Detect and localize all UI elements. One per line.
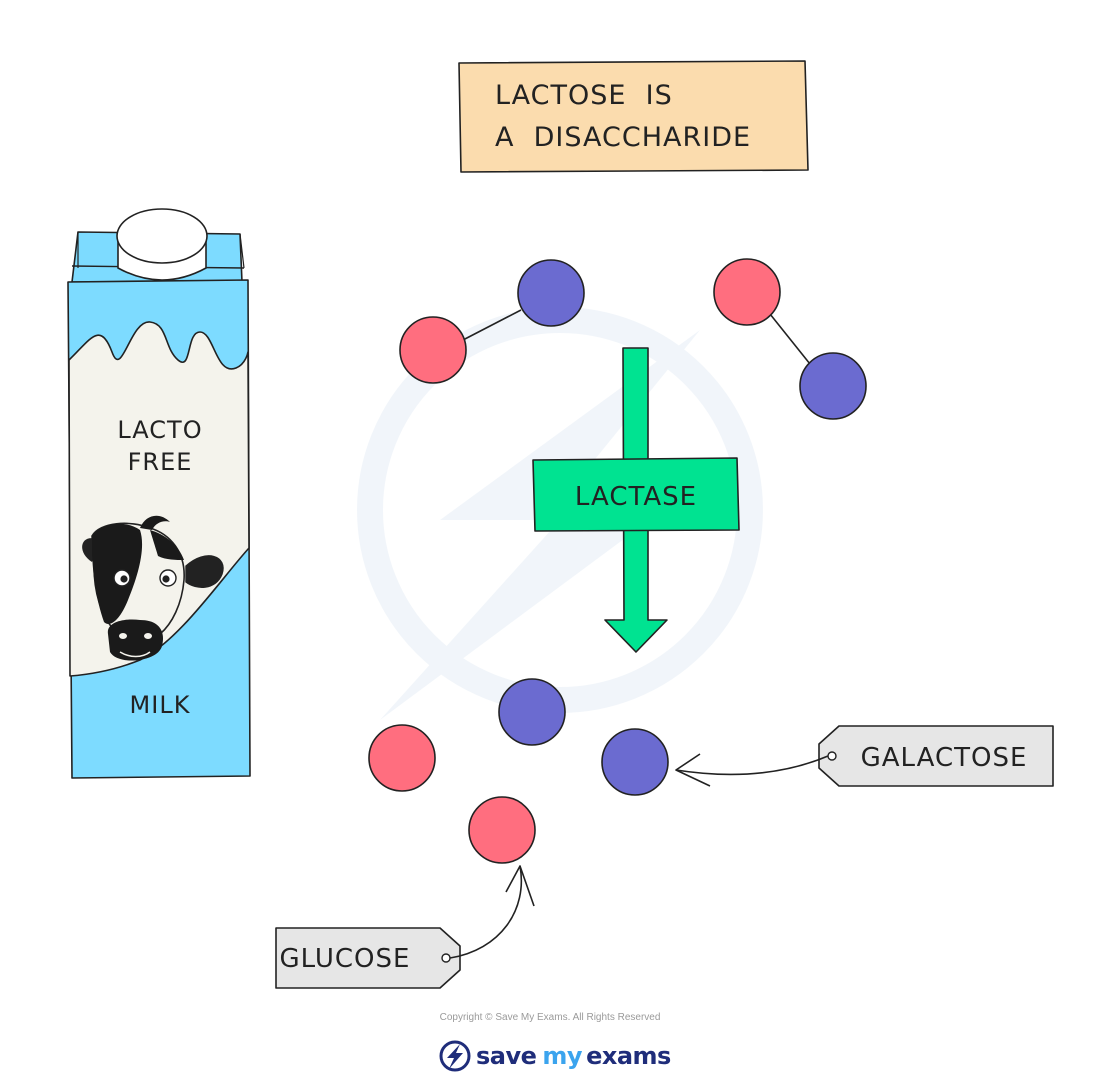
title-box: LACTOSE IS A DISACCHARIDE [458, 60, 809, 173]
bolt-icon [439, 1040, 471, 1072]
galactose-product [498, 678, 566, 746]
galactose-tag: GALACTOSE [675, 725, 1054, 787]
glucose-tag: GLUCOSE [275, 865, 535, 989]
glucose-product [368, 724, 436, 792]
product-molecules [368, 678, 669, 864]
glucose-pointer [449, 865, 523, 959]
glucose-tag-label: GLUCOSE [280, 944, 411, 974]
glucose-product [468, 796, 536, 864]
lactose-molecule-right [713, 258, 867, 420]
galactose-tag-label: GALACTOSE [861, 743, 1028, 773]
reaction-arrow: LACTASE [532, 347, 740, 653]
glucose-unit [713, 258, 781, 326]
lactose-molecule-left [399, 259, 585, 384]
glucose-unit [399, 316, 467, 384]
carton-label-line-2: FREE [128, 448, 193, 476]
galactose-product [601, 728, 669, 796]
milk-carton: LACTO FREE MILK [67, 208, 251, 779]
brand-logo: save my exams [438, 1036, 671, 1076]
galactose-pointer [675, 755, 829, 776]
copyright-notice: Copyright © Save My Exams. All Rights Re… [439, 1012, 661, 1023]
cow-icon [82, 515, 224, 661]
galactose-unit [799, 352, 867, 420]
brand-save: save [476, 1042, 537, 1070]
enzyme-box: LACTASE [532, 457, 740, 532]
carton-label-bottom: MILK [130, 691, 191, 719]
brand-exams: exams [586, 1042, 671, 1070]
carton-cap [116, 208, 208, 281]
brand-my: my [542, 1042, 583, 1070]
galactose-unit [517, 259, 585, 327]
carton-label-line-1: LACTO [117, 416, 202, 444]
title-line-2: A DISACCHARIDE [495, 122, 751, 153]
enzyme-label: LACTASE [575, 482, 697, 512]
title-line-1: LACTOSE IS [495, 80, 673, 111]
